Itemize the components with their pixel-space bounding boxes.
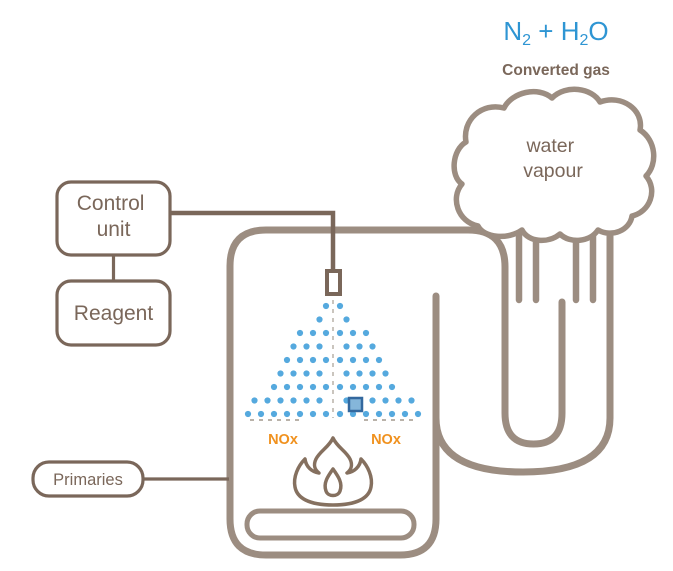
converted-gas-label: Converted gas xyxy=(502,62,610,79)
combustion-chamber-outline xyxy=(226,226,566,559)
spray-dots xyxy=(244,302,422,418)
water-vapour-cloud xyxy=(451,86,657,244)
control-unit-label: Control unit xyxy=(77,192,151,241)
flue-u-bend-outer xyxy=(432,232,614,476)
nox-label-left: NOx xyxy=(268,432,298,448)
formula-label: N2 + H2O xyxy=(503,16,608,49)
reagent-particle-square xyxy=(347,396,364,413)
nox-label-right: NOx xyxy=(371,432,401,448)
flame-outer xyxy=(292,436,374,507)
burner-grate xyxy=(244,508,417,541)
water-vapour-label: water vapour xyxy=(523,135,583,182)
injector-nozzle xyxy=(325,269,342,296)
primaries-label: Primaries xyxy=(53,471,123,489)
reagent-label: Reagent xyxy=(74,302,154,325)
reagent-box xyxy=(55,279,172,347)
flame-inner xyxy=(323,467,343,498)
control-wire xyxy=(170,210,336,271)
flame-icon xyxy=(292,436,374,507)
